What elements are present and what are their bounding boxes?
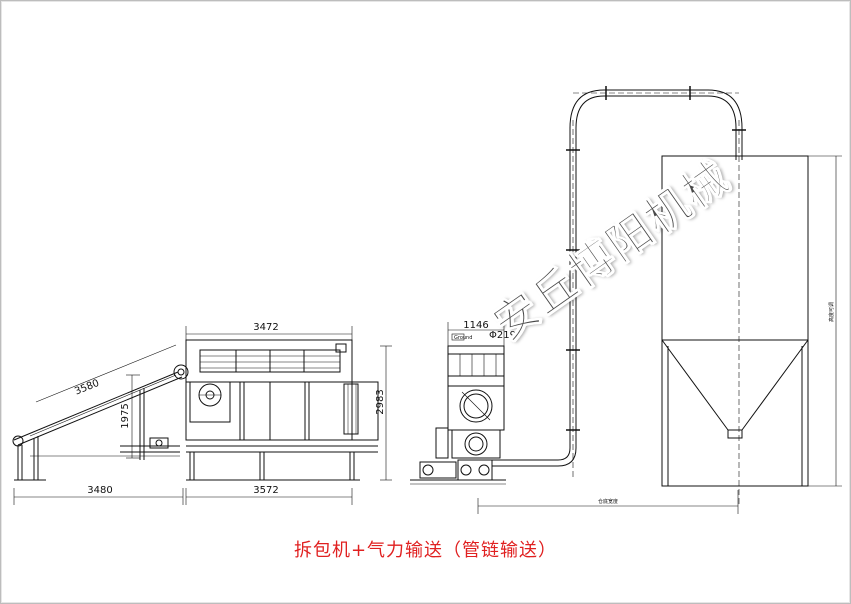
bag-unpacker	[185, 326, 392, 505]
dim-blower-width: 1146	[463, 320, 488, 331]
diagram-caption: 拆包机+气力输送（管链输送）	[293, 540, 558, 561]
dim-unpacker-height: 2983	[375, 389, 386, 414]
center-lines	[572, 92, 740, 505]
silo-base-label: 仓底宽度	[598, 498, 618, 505]
silo-height-label: 高度可调	[828, 302, 835, 322]
dim-conveyor-base: 3480	[87, 485, 112, 496]
blower-small-label: Ground	[454, 335, 472, 341]
dim-pipe-diameter: Φ219	[489, 330, 516, 341]
blower-unit	[410, 322, 506, 485]
inclined-conveyor	[12, 344, 189, 505]
dim-unpacker-base: 3572	[253, 485, 278, 496]
dim-conveyor-incline: 3580	[73, 378, 101, 398]
dim-unpacker-top: 3472	[253, 322, 278, 333]
dim-conveyor-height: 1975	[120, 403, 131, 428]
storage-silo	[477, 155, 842, 514]
